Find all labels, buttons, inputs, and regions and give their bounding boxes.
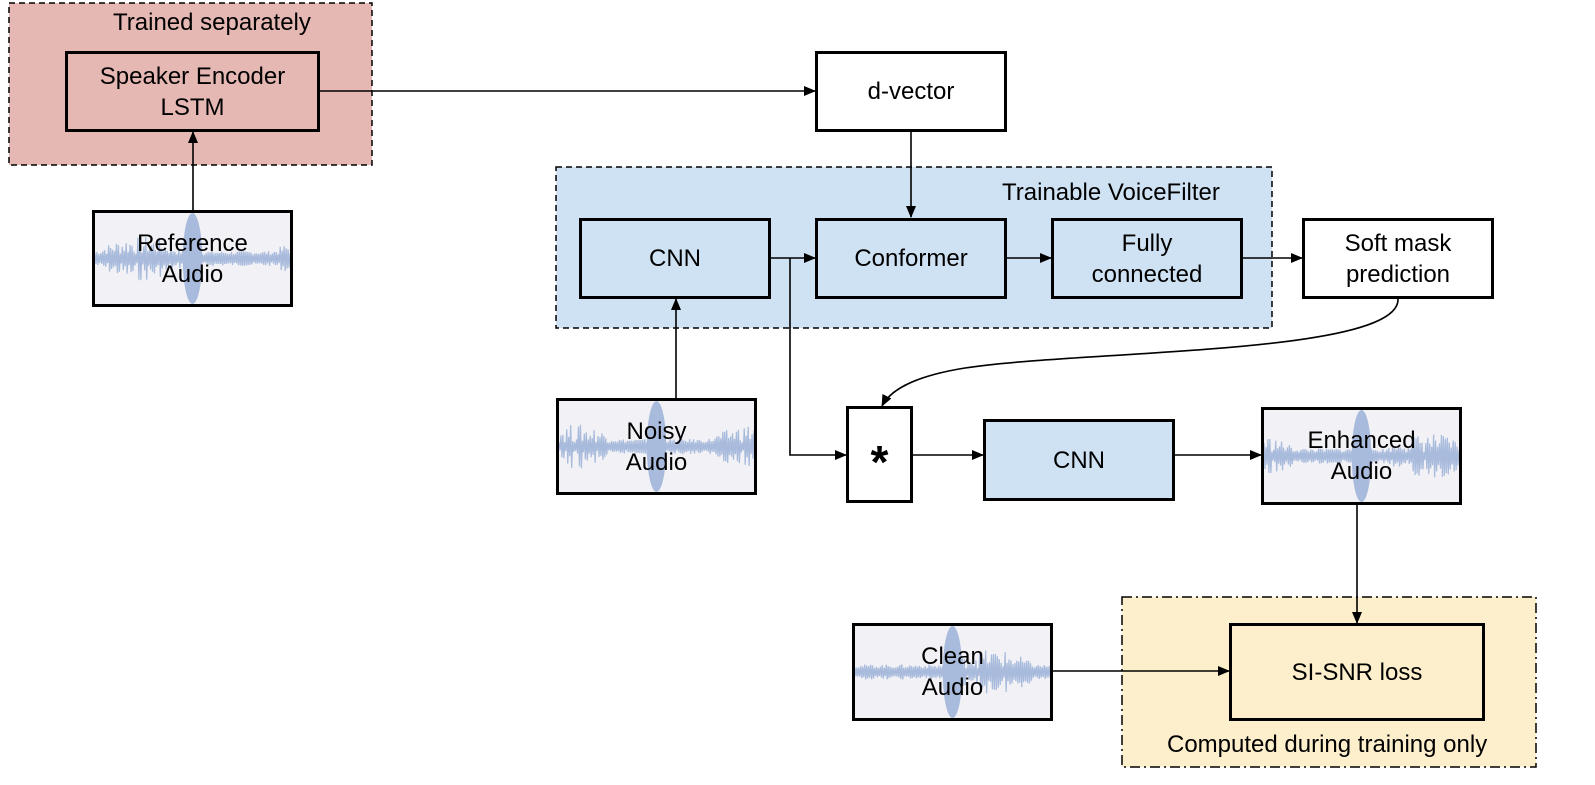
arrow-softmask-to-multiply [881, 298, 1399, 407]
soft-mask-box: Soft mask prediction [1302, 218, 1494, 299]
soft-mask-label: Soft mask prediction [1344, 229, 1452, 288]
clean-audio-box: Clean Audio [852, 623, 1053, 721]
fully-connected-label: Fully connected [1091, 229, 1203, 288]
cnn-input-box: CNN [579, 218, 771, 299]
cnn-output-label: CNN [1053, 446, 1105, 474]
multiply-label: * [870, 435, 889, 488]
cnn-input-label: CNN [649, 245, 701, 272]
waveform-icon [95, 213, 290, 304]
multiply-box: * [846, 406, 913, 503]
si-snr-loss-box: SI-SNR loss [1229, 623, 1485, 721]
enhanced-audio-label: Enhanced Audio [1307, 427, 1416, 485]
noisy-audio-box: Noisy Audio [556, 398, 757, 495]
si-snr-loss-label: SI-SNR loss [1291, 658, 1423, 686]
waveform-icon [559, 401, 754, 492]
conformer-label: Conformer [854, 245, 968, 272]
speaker-encoder-label: Speaker Encoder LSTM [99, 62, 286, 121]
clean-audio-label: Clean Audio [921, 643, 984, 701]
dvector-label: d-vector [867, 78, 955, 105]
waveform-icon [1264, 410, 1459, 502]
voicefilter-label: Trainable VoiceFilter [1002, 179, 1220, 206]
speaker-encoder-box: Speaker Encoder LSTM [65, 51, 320, 132]
trained-separately-label: Trained separately [113, 9, 311, 36]
enhanced-audio-box: Enhanced Audio [1261, 407, 1462, 505]
dvector-box: d-vector [815, 51, 1007, 132]
reference-audio-label: Reference Audio [137, 229, 248, 288]
reference-audio-box: Reference Audio [92, 210, 293, 307]
conformer-box: Conformer [815, 218, 1007, 299]
arrow-cnn-to-multiply [789, 258, 847, 460]
waveform-icon [855, 626, 1050, 718]
cnn-output-box: CNN [983, 419, 1175, 501]
noisy-audio-label: Noisy Audio [625, 417, 688, 476]
training-only-label: Computed during training only [1167, 731, 1488, 758]
fully-connected-box: Fully connected [1051, 218, 1243, 299]
